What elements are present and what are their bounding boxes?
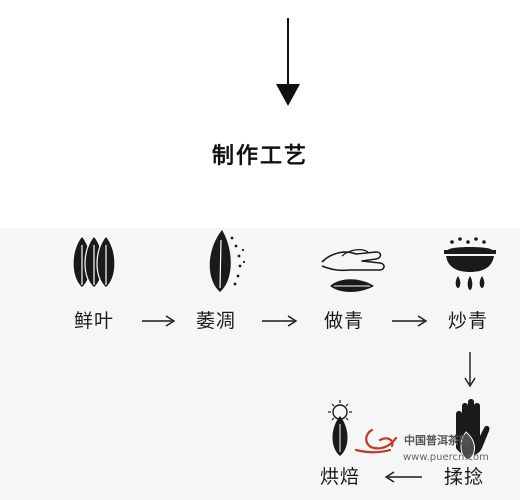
step-label-fresh-leaves: 鲜叶 bbox=[74, 310, 115, 332]
baking-sun-leaf-icon bbox=[328, 400, 352, 456]
watermark-site-name: 中国普洱茶网 bbox=[404, 434, 470, 447]
top-down-arrow bbox=[276, 18, 300, 106]
step-label-shaking: 做青 bbox=[324, 310, 365, 332]
arrow-5-to-6 bbox=[384, 471, 422, 483]
arrow-2-to-3 bbox=[262, 315, 298, 327]
fresh-leaves-icon bbox=[72, 235, 116, 289]
hand-shaking-leaf-icon bbox=[321, 249, 385, 292]
withering-leaf-icon bbox=[209, 230, 246, 292]
pan-firing-icon bbox=[444, 237, 496, 290]
diagram-title: 制作工艺 bbox=[211, 144, 308, 169]
watermark-url: www.puercn.com bbox=[403, 452, 489, 463]
step-label-baking: 烘焙 bbox=[320, 466, 361, 488]
arrow-3-to-4 bbox=[392, 315, 428, 327]
arrow-4-to-5 bbox=[464, 352, 476, 388]
step-label-pan-firing: 炒青 bbox=[448, 310, 489, 332]
step-label-rolling: 揉捻 bbox=[444, 466, 485, 488]
watermark-logo-icon bbox=[354, 428, 398, 454]
hand-rolling-icon bbox=[456, 399, 490, 461]
arrow-1-to-2 bbox=[142, 315, 176, 327]
step-label-withering: 萎凋 bbox=[196, 310, 237, 332]
